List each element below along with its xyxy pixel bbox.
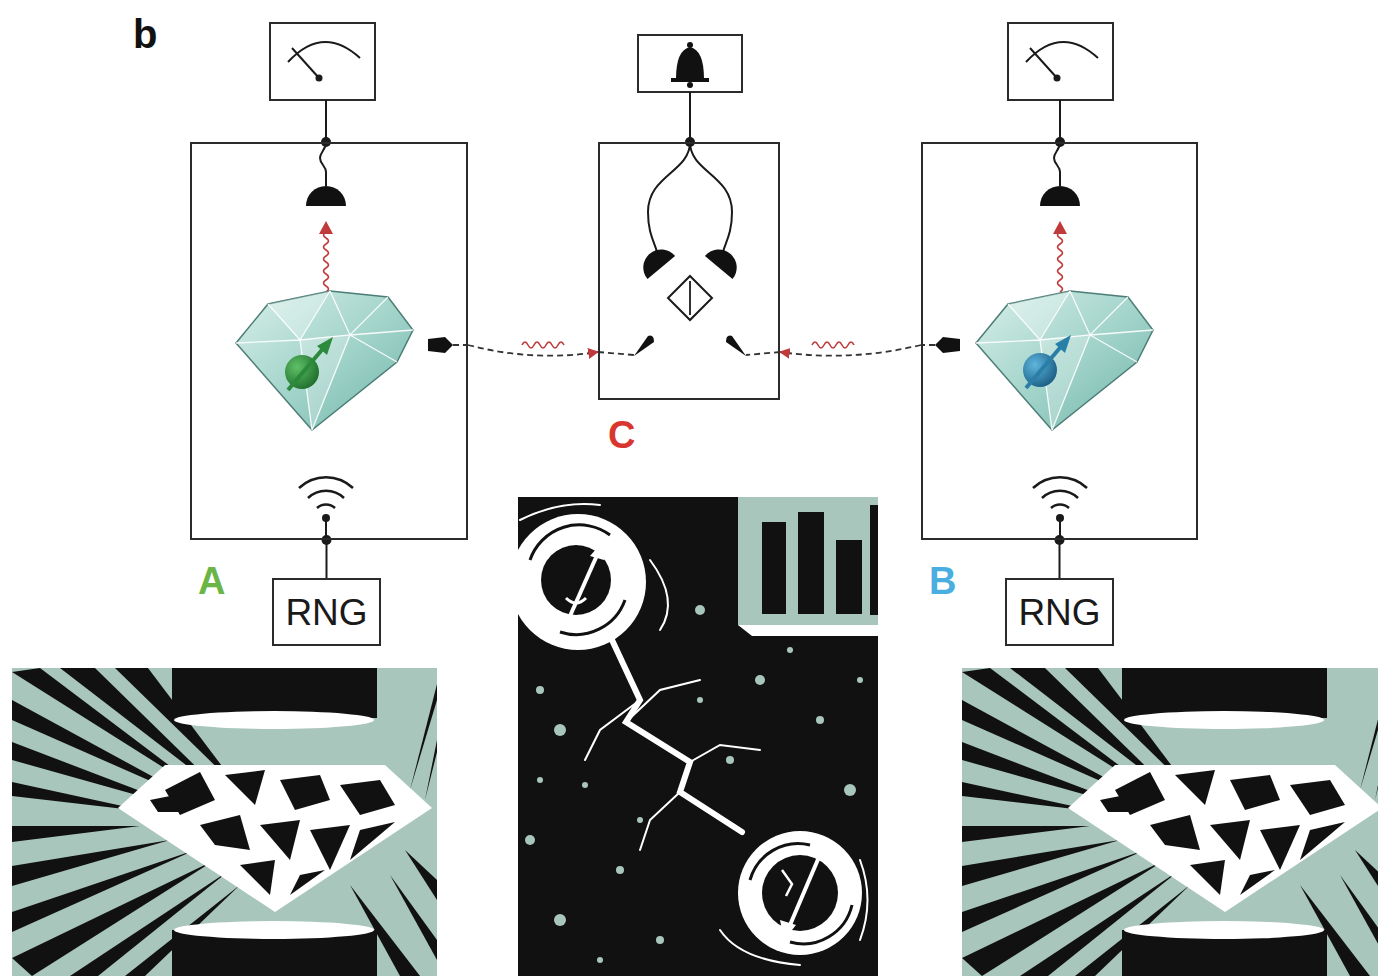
node-letter: C xyxy=(608,416,635,454)
node-letter: B xyxy=(929,562,956,600)
comic-entanglement-panel xyxy=(510,497,878,976)
connector-line xyxy=(468,345,598,356)
control-wire xyxy=(322,535,332,578)
control-wire xyxy=(1055,535,1065,578)
connector-line xyxy=(780,345,921,356)
diamond-crystal xyxy=(236,291,413,430)
rng-label: RNG xyxy=(285,594,367,631)
meter-symbol xyxy=(1008,23,1113,100)
node-box: C xyxy=(598,142,780,400)
detector-circuit xyxy=(598,92,780,356)
junction-dot xyxy=(322,535,332,545)
node-box: A xyxy=(190,142,468,540)
panel-label: b xyxy=(133,14,157,54)
comic-diamond-panel xyxy=(962,668,1378,976)
photon-packet xyxy=(522,342,854,348)
rng-label: RNG xyxy=(1018,594,1100,631)
rng-box: RNG xyxy=(1005,578,1114,646)
node-box: B xyxy=(921,142,1198,540)
node-letter: A xyxy=(198,562,225,600)
meter-symbol xyxy=(270,23,375,100)
comic-diamond-panel xyxy=(12,668,437,976)
electron-spin xyxy=(1023,335,1071,388)
optical-fiber xyxy=(468,345,598,356)
rng-box: RNG xyxy=(272,578,381,646)
electron-spin xyxy=(285,337,333,390)
fiber-coupler xyxy=(428,337,468,353)
fiber-coupler xyxy=(921,337,960,353)
optical-fiber xyxy=(780,345,921,356)
connector-line xyxy=(1059,540,1061,578)
junction-dot xyxy=(1055,535,1065,545)
diamond-crystal xyxy=(976,291,1153,430)
connector-line xyxy=(326,540,328,578)
bell-symbol xyxy=(638,35,742,92)
